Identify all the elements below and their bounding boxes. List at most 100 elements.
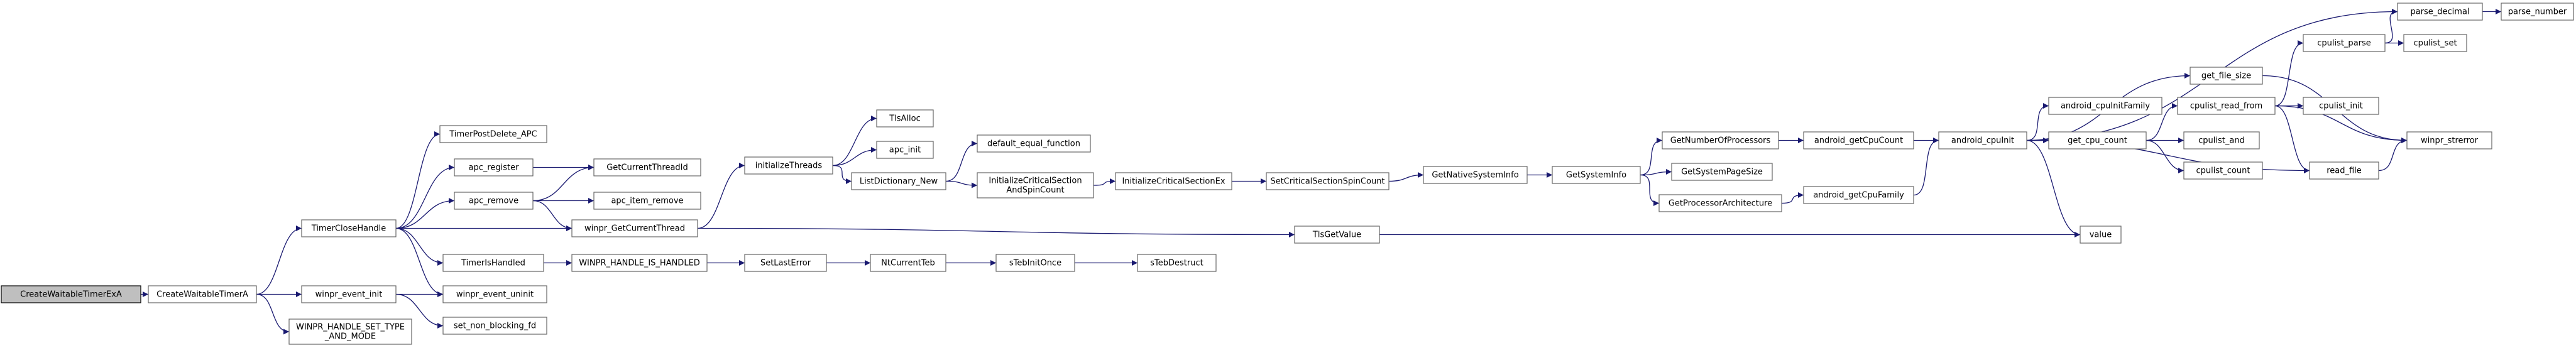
edge-n19-to-n20 (945, 140, 978, 182)
node-box (870, 254, 946, 272)
function-node-apc-remove[interactable]: apc_remove (454, 192, 534, 210)
node-label: cpulist_and (2198, 136, 2245, 146)
function-node-winpr-handle-set-type-and-mode[interactable]: WINPR_HANDLE_SET_TYPE_AND_MODE (288, 318, 412, 345)
function-node-setlasterror[interactable]: SetLastError (744, 254, 827, 272)
function-node-android-getcpucount[interactable]: android_getCpuCount (1803, 131, 1914, 150)
function-node-winpr-event-init[interactable]: winpr_event_init (301, 285, 397, 303)
node-box (1938, 131, 2027, 150)
node-box (288, 318, 412, 345)
function-node-getnumberofprocessors[interactable]: GetNumberOfProcessors (1662, 131, 1779, 150)
node-box (2406, 131, 2492, 150)
node-label: parse_number (2508, 8, 2567, 17)
function-node-tlsalloc[interactable]: TlsAlloc (876, 109, 934, 128)
function-node-tlsgetvalue[interactable]: TlsGetValue (1294, 226, 1380, 244)
edge-n25-to-n27 (1640, 168, 1672, 176)
node-label: winpr_GetCurrentThread (584, 224, 685, 234)
node-label: TimerPostDelete_APC (449, 130, 537, 139)
function-node-apc-init[interactable]: apc_init (876, 141, 934, 159)
function-node-winpr-event-uninit[interactable]: winpr_event_uninit (442, 285, 547, 303)
node-box (593, 192, 701, 210)
function-node-stebdestruct[interactable]: sTebDestruct (1137, 254, 1217, 272)
edge-n25-to-n26 (1640, 137, 1663, 176)
function-node-setcriticalsectionspincount[interactable]: SetCriticalSectionSpinCount (1266, 172, 1389, 190)
node-box (2177, 97, 2276, 115)
function-node-cpulist-read-from[interactable]: cpulist_read_from (2177, 97, 2276, 115)
function-node-cpulist-count[interactable]: cpulist_count (2183, 161, 2263, 180)
function-node-android-cpuinit[interactable]: android_cpuInit (1938, 131, 2027, 150)
node-label: SetCriticalSectionSpinCount (1270, 177, 1384, 187)
edge-n8-to-n12 (532, 164, 595, 202)
function-node-stebinitonce[interactable]: sTebInitOnce (995, 254, 1075, 272)
function-node-getsystempagesize[interactable]: GetSystemPageSize (1671, 163, 1773, 181)
function-node-createwaitabletimera[interactable]: CreateWaitableTimerA (148, 285, 257, 303)
edge-n3-to-n7 (395, 164, 455, 229)
edge-n21-to-n22 (1093, 178, 1116, 186)
function-node-createwaitabletimerexa: CreateWaitableTimerExA (1, 285, 141, 303)
function-node-getcurrentthreadid[interactable]: GetCurrentThreadId (593, 158, 701, 177)
function-node-getprocessorarchitecture[interactable]: GetProcessorArchitecture (1658, 194, 1782, 212)
node-box (2303, 97, 2379, 115)
node-label: TlsGetValue (1312, 231, 1361, 240)
node-label: cpulist_parse (2317, 39, 2371, 48)
function-node-getnativesysteminfo[interactable]: GetNativeSystemInfo (1423, 166, 1528, 184)
node-label: apc_remove (469, 197, 518, 206)
function-node-default-equal-function[interactable]: default_equal_function (977, 134, 1091, 153)
edge-n35-to-n38 (2274, 40, 2304, 107)
function-node-parse-number[interactable]: parse_number (2501, 3, 2574, 21)
edge-n31-to-n32 (2026, 102, 2049, 141)
function-node-getsysteminfo[interactable]: GetSystemInfo (1552, 166, 1641, 184)
node-box (301, 219, 397, 237)
node-label: _AND_MODE (324, 332, 376, 342)
function-node-android-cpuinitfamily[interactable]: android_cpuInitFamily (2048, 97, 2162, 115)
node-box (1671, 163, 1773, 181)
function-node-value[interactable]: value (2080, 226, 2122, 244)
edge-n35-to-n44 (2274, 105, 2408, 144)
function-node-get-file-size[interactable]: get_file_size (2190, 67, 2263, 85)
function-node-set-non-blocking-fd[interactable]: set_non_blocking_fd (442, 317, 547, 335)
function-node-winpr-getcurrentthread[interactable]: winpr_GetCurrentThread (571, 219, 698, 237)
node-label: TimerCloseHandle (311, 224, 386, 234)
function-node-cpulist-set[interactable]: cpulist_set (2403, 34, 2467, 52)
function-node-timerishandled[interactable]: TimerIsHandled (442, 254, 544, 272)
function-node-ntcurrentteb[interactable]: NtCurrentTeb (870, 254, 946, 272)
node-label: get_file_size (2201, 72, 2251, 81)
function-node-timerpostdelete-apc[interactable]: TimerPostDelete_APC (439, 125, 547, 143)
edge-n3-to-n6 (395, 131, 441, 229)
function-node-read-file[interactable]: read_file (2309, 161, 2379, 180)
node-label: TlsAlloc (889, 114, 921, 124)
node-label: NtCurrentTeb (881, 259, 935, 268)
function-node-winpr-handle-is-handled[interactable]: WINPR_HANDLE_IS_HANDLED (571, 254, 708, 272)
function-node-get-cpu-count[interactable]: get_cpu_count (2048, 131, 2147, 150)
node-box (439, 125, 547, 143)
function-node-apc-register[interactable]: apc_register (454, 158, 534, 177)
edges-layer (141, 8, 2501, 335)
node-box (1294, 226, 1380, 244)
node-label: apc_register (469, 163, 520, 173)
function-node-apc-item-remove[interactable]: apc_item_remove (593, 192, 701, 210)
function-node-listdictionary-new[interactable]: ListDictionary_New (851, 172, 946, 190)
function-node-winpr-strerror[interactable]: winpr_strerror (2406, 131, 2492, 150)
edge-n3-to-n10 (395, 227, 444, 298)
node-label: TimerIsHandled (461, 259, 525, 268)
node-label: read_file (2327, 166, 2362, 176)
function-node-cpulist-init[interactable]: cpulist_init (2303, 97, 2379, 115)
edge-n25-to-n28 (1640, 174, 1660, 207)
function-node-android-getcpufamily[interactable]: android_getCpuFamily (1803, 186, 1914, 204)
function-node-timerclosehandle[interactable]: TimerCloseHandle (301, 219, 397, 237)
edge-n16-to-n18 (832, 146, 877, 166)
edge-n40-to-n44 (2378, 137, 2408, 171)
node-label: cpulist_read_from (2190, 102, 2262, 111)
node-label: WINPR_HANDLE_IS_HANDLED (579, 259, 700, 268)
node-box (2080, 226, 2122, 244)
function-node-parse-decimal[interactable]: parse_decimal (2397, 3, 2483, 21)
function-node-initializethreads[interactable]: initializeThreads (744, 156, 833, 175)
function-node-initializecriticalsectionex[interactable]: InitializeCriticalSectionEx (1115, 172, 1232, 190)
node-box (1662, 131, 1779, 150)
edge-n16-to-n17 (832, 115, 877, 166)
function-node-cpulist-parse[interactable]: cpulist_parse (2303, 34, 2386, 52)
node-box (2048, 131, 2147, 150)
function-node-cpulist-and[interactable]: cpulist_and (2183, 131, 2260, 150)
node-box (2048, 97, 2162, 115)
